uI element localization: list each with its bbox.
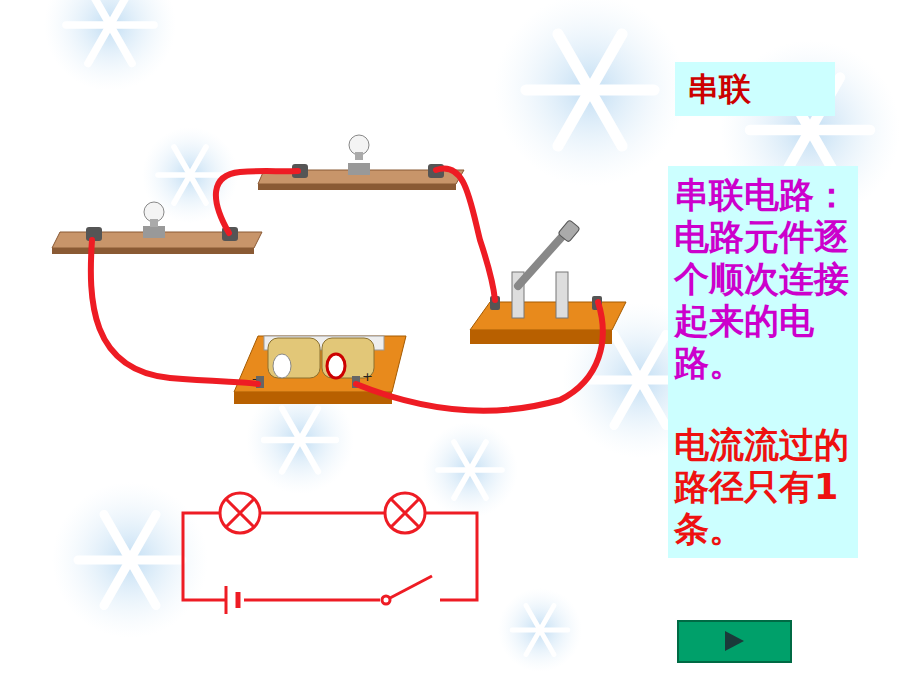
- terminal-sign: +: [362, 370, 373, 383]
- heading-text: 串联: [687, 70, 823, 108]
- heading-text: 串联电路：电路元件逐个顺次连接起来的电路。: [674, 174, 852, 384]
- title-box: 串联: [675, 62, 835, 116]
- body-text: 电流流过的路径只有1条。: [674, 424, 852, 550]
- terminal-sign: -: [252, 372, 257, 385]
- definition-box: 串联电路：电路元件逐个顺次连接起来的电路。电流流过的路径只有1条。: [668, 166, 858, 558]
- series-circuit-schematic: [183, 493, 477, 614]
- bulb-board-right: [258, 135, 464, 190]
- snowflake-background: [44, 0, 900, 672]
- connecting-wires: [91, 168, 603, 410]
- next-button: [678, 621, 791, 662]
- bulb-board-left: [52, 202, 262, 254]
